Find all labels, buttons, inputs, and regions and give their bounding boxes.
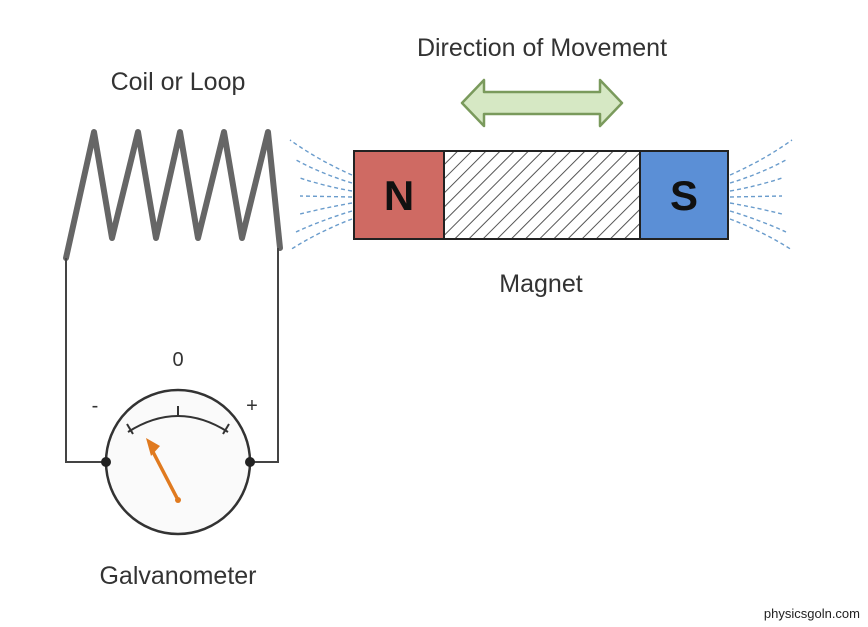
credit-text: physicsgoln.com — [763, 606, 860, 621]
coil-label: Coil or Loop — [111, 68, 246, 96]
terminal-right — [245, 457, 255, 467]
minus-label: - — [92, 395, 99, 417]
coil — [63, 129, 283, 261]
terminal-left — [101, 457, 111, 467]
south-pole — [639, 150, 729, 240]
magnet-label: Magnet — [499, 270, 582, 298]
south-pole-label: S — [670, 172, 698, 219]
galvanometer-needle — [150, 449, 180, 501]
north-pole — [353, 150, 445, 240]
needle-pivot — [175, 497, 181, 503]
double-arrow-icon — [460, 78, 624, 128]
field-lines-left — [289, 139, 353, 251]
galvanometer-scale — [127, 415, 229, 433]
circuit-wire-left — [65, 258, 106, 463]
scale-tick-left — [126, 423, 134, 435]
plus-label: + — [246, 395, 258, 417]
scale-tick-right — [222, 423, 230, 435]
needle-tip — [146, 438, 160, 456]
direction-label: Direction of Movement — [417, 34, 667, 62]
field-lines-right — [729, 139, 793, 251]
galvanometer-label: Galvanometer — [99, 562, 256, 590]
circuit-wire-right — [250, 248, 279, 463]
zero-label: 0 — [172, 349, 183, 371]
north-pole-label: N — [384, 172, 414, 219]
